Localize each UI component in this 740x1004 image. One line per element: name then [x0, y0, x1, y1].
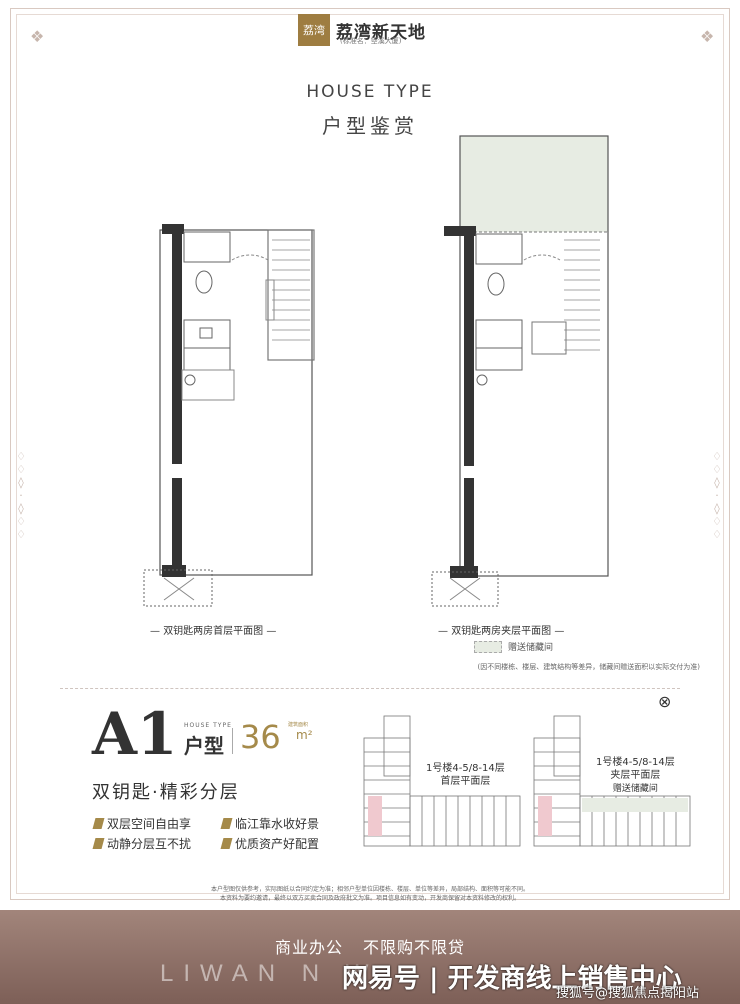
feature-item: 动静分层互不扰 — [92, 835, 192, 852]
plan-note: (因不同楼栋、楼层、建筑结构等差异，储藏间赠送面积以实际交付为准) — [200, 662, 700, 672]
unit-slogan: 双钥匙·精彩分层 — [92, 782, 240, 803]
divider-bar — [232, 728, 233, 754]
mezzanine-floor-plan — [431, 135, 609, 607]
watermark-sohu: 搜狐号@搜狐焦点揭阳站 — [556, 986, 700, 1001]
feature-bullet-icon — [220, 818, 233, 829]
mini-plan-left-title-1: 1号楼4-5/8-14层 — [426, 763, 505, 774]
footer-band-item-1: 商业办公 — [274, 938, 343, 957]
feature-label: 双层空间自由享 — [107, 817, 192, 831]
feature-bullet-icon — [92, 818, 105, 829]
mini-plan-right-title-2: 夹层平面层 — [610, 770, 661, 781]
feature-label: 优质资产好配置 — [235, 837, 320, 851]
feature-bullet-icon — [92, 838, 105, 849]
unit-code: A1 — [92, 700, 178, 768]
disclaimer: 本户型图仅供参考，实际图纸以合同约定为准；相邻户型单位因楼栋、楼层、单位等差异，… — [0, 885, 740, 903]
corner-ornament-left: ❖ — [30, 27, 45, 46]
building-plan-ground — [363, 715, 521, 847]
mini-plan-left-title: 1号楼4-5/8-14层 首层平面层 — [426, 762, 505, 788]
disclaimer-line-2: 本资料为要约邀请，最终以双方买卖合同及政府批文为准。项目信息如有变动，开发商保留… — [219, 895, 520, 902]
mini-plan-right-title: 1号楼4-5/8-14层 夹层平面层 赠送储藏间 — [596, 756, 675, 796]
mini-plan-right-title-1: 1号楼4-5/8-14层 — [596, 757, 675, 768]
plan-note-text: (因不同楼栋、楼层、建筑结构等差异，储藏间赠送面积以实际交付为准) — [477, 663, 700, 671]
page-title-cn: 户型鉴赏 — [322, 114, 418, 138]
footer-band-item-2: 不限购不限贷 — [363, 938, 466, 957]
disclaimer-line-1: 本户型图仅供参考，实际图纸以合同约定为准；相邻户型单位因楼栋、楼层、单位等差异，… — [210, 886, 529, 893]
logo-tagline: (标准名：箜溪大厦) — [340, 37, 402, 45]
section-divider — [60, 688, 680, 689]
left-plan-caption: — 双钥匙两房首层平面图 — — [150, 626, 277, 637]
storage-legend-label: 赠送储藏间 — [508, 643, 554, 653]
building-plan-mezzanine — [533, 715, 691, 847]
footer-band — [0, 910, 740, 1004]
inner-frame — [16, 14, 724, 894]
watermark-netease: 网易号 | 开发商线上销售中心 — [342, 964, 682, 994]
right-plan-caption-text: 双钥匙两房夹层平面图 — [451, 626, 552, 637]
page-title-en: HOUSE TYPE — [306, 82, 434, 102]
left-plan-caption-text: 双钥匙两房首层平面图 — [163, 626, 264, 637]
feature-label: 临江靠水收好景 — [235, 817, 320, 831]
side-ornament-left: ♢♢◊·◊♢♢ — [16, 450, 26, 541]
feature-bullet-icon — [220, 838, 233, 849]
feature-item: 双层空间自由享 — [92, 815, 192, 832]
storage-legend: 赠送储藏间 — [474, 640, 553, 653]
feature-item: 临江靠水收好景 — [220, 815, 320, 832]
logo-mark: 荔湾 — [298, 14, 330, 46]
mini-plan-left-title-2: 首层平面层 — [440, 776, 491, 787]
corner-ornament-right: ❖ — [700, 27, 715, 46]
right-plan-caption: — 双钥匙两房夹层平面图 — — [438, 626, 565, 637]
house-type-label-cn: 户型 — [184, 734, 224, 758]
ground-floor-plan — [143, 224, 315, 607]
house-type-label-en: HOUSE TYPE — [184, 722, 232, 729]
mini-plan-right-legend: 赠送储藏间 — [612, 784, 658, 794]
footer-band-wordmark: LIWAN N W — [160, 960, 379, 987]
unit-area-tags: 建筑面积 — [288, 722, 309, 728]
outer-frame — [10, 8, 730, 900]
logo-text: 荔湾新天地 — [336, 22, 426, 43]
storage-legend-swatch — [474, 640, 502, 653]
footer-band-text: 商业办公 不限购不限贷 — [0, 934, 740, 958]
side-ornament-right: ♢♢◊·◊♢♢ — [712, 450, 722, 541]
unit-area-value: 36 — [240, 718, 281, 756]
feature-label: 动静分层互不扰 — [107, 837, 192, 851]
feature-item: 优质资产好配置 — [220, 835, 320, 852]
brand-logo: 荔湾 荔湾新天地 — [298, 14, 426, 46]
unit-area-unit: m² — [296, 728, 313, 742]
compass-icon: ⊗ — [658, 692, 672, 711]
